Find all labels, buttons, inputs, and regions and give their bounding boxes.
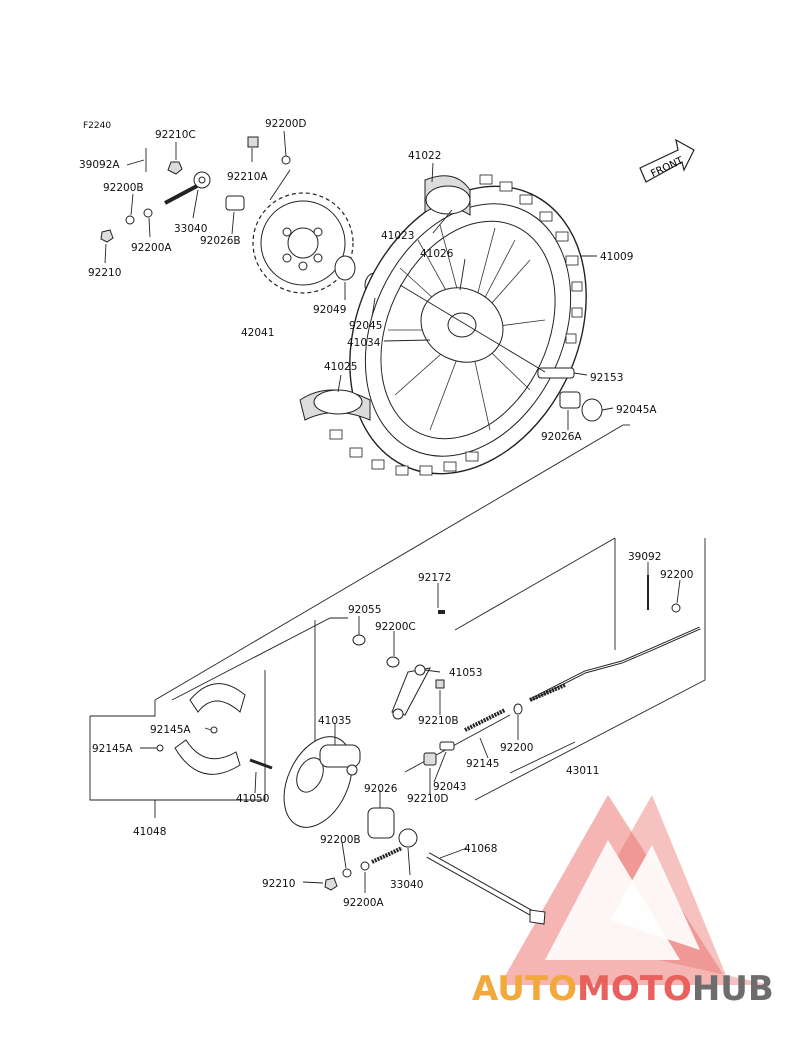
label-92210D: 92210D: [407, 793, 449, 805]
sprocket-42041: [252, 192, 354, 294]
watermark-auto: AUTO: [472, 969, 577, 1009]
label-41050: 41050: [236, 793, 269, 805]
label-92200A-top: 92200A: [131, 242, 172, 254]
watermark-hub: HUB: [692, 969, 774, 1009]
bearing-92049: [334, 255, 356, 281]
label-92153: 92153: [590, 372, 623, 384]
label-92045: 92045: [349, 320, 382, 332]
label-92172: 92172: [418, 572, 451, 584]
axle-41068: [324, 807, 546, 925]
label-41034: 41034: [347, 337, 381, 349]
label-41048: 41048: [133, 826, 166, 838]
brake-rod-43011: [529, 575, 701, 702]
label-39092: 39092: [628, 551, 661, 563]
label-92145A-b: 92145A: [92, 743, 133, 755]
label-41068: 41068: [464, 843, 497, 855]
label-92145A-a: 92145A: [150, 724, 191, 736]
front-arrow-icon: FRONT: [639, 138, 695, 183]
label-92026A: 92026A: [541, 431, 582, 443]
label-41053: 41053: [449, 667, 482, 679]
brake-panel-41035: [249, 736, 361, 828]
brake-arm-41053: [352, 610, 523, 766]
label-41009: 41009: [600, 251, 633, 263]
label-33040-bot: 33040: [390, 879, 423, 891]
label-92043: 92043: [433, 781, 466, 793]
label-92210A: 92210A: [227, 171, 268, 183]
label-92200A-bot: 92200A: [343, 897, 384, 909]
label-92026B: 92026B: [200, 235, 241, 247]
label-42041: 42041: [241, 327, 274, 339]
label-41025: 41025: [324, 361, 357, 373]
label-92200D: 92200D: [265, 118, 307, 130]
label-41026: 41026: [420, 248, 454, 260]
label-92210-bot: 92210: [262, 878, 295, 890]
label-92049: 92049: [313, 304, 346, 316]
adjuster-bolts-group: [100, 136, 291, 243]
label-33040-top: 33040: [174, 223, 207, 235]
label-92200-mid: 92200: [500, 742, 533, 754]
label-92210-top: 92210: [88, 267, 121, 279]
label-39092A: 39092A: [79, 159, 120, 171]
label-92200B-bot: 92200B: [320, 834, 361, 846]
label-43011: 43011: [566, 765, 599, 777]
label-92210B: 92210B: [418, 715, 459, 727]
label-92200B-top: 92200B: [103, 182, 144, 194]
label-92045A: 92045A: [616, 404, 657, 416]
svg-text:AUTOMOTOHUB: AUTOMOTOHUB: [472, 969, 774, 1009]
label-41035: 41035: [318, 715, 351, 727]
label-92145: 92145: [466, 758, 499, 770]
watermark-moto: MOTO: [577, 969, 692, 1009]
diagram-code: F2240: [83, 121, 111, 131]
label-41023: 41023: [381, 230, 414, 242]
label-92026: 92026: [364, 783, 398, 795]
label-92200C: 92200C: [375, 621, 416, 633]
rear-wheel-assembly: [299, 174, 587, 476]
axle-right-parts: [537, 367, 603, 422]
label-92055: 92055: [348, 604, 381, 616]
label-92210C: 92210C: [155, 129, 196, 141]
label-41022: 41022: [408, 150, 441, 162]
watermark-logo: [500, 795, 770, 985]
label-92200: 92200: [660, 569, 693, 581]
part-labels: 39092A 92210C 92200D 92200B 92210A 33040…: [79, 118, 693, 909]
brake-shoes-41048: [156, 683, 246, 775]
